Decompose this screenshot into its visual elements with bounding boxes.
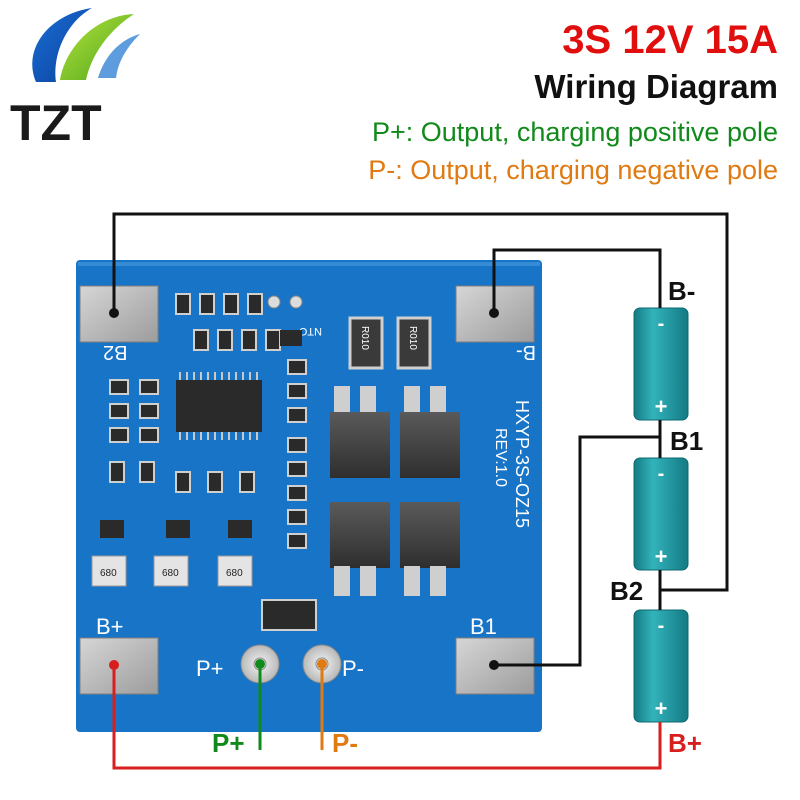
silk-rev: REV:1.0 xyxy=(492,428,509,487)
p-plus-description: P+: Output, charging positive pole xyxy=(371,117,778,147)
battery-cell-3: - + xyxy=(633,609,689,723)
cell3-minus: - xyxy=(658,615,665,637)
mosfet-1 xyxy=(330,386,390,478)
pad-b-plus xyxy=(79,637,159,695)
logo-swoosh-light xyxy=(98,34,140,78)
label-p-plus: P+ xyxy=(212,728,245,758)
tzt-logo: TZT xyxy=(10,8,140,150)
mosfet-2 xyxy=(400,386,460,478)
mosfet-3 xyxy=(330,502,390,596)
mosfet-4 xyxy=(400,502,460,596)
silk-ntc: NTC xyxy=(299,325,322,337)
dot-b-minus xyxy=(489,308,499,318)
dot-p-minus xyxy=(317,659,327,669)
silk-p-minus: P- xyxy=(342,656,364,681)
svg-text:680: 680 xyxy=(226,568,243,579)
svg-text:R010: R010 xyxy=(407,326,418,350)
dot-b-plus xyxy=(109,660,119,670)
pad-b2 xyxy=(79,285,159,343)
ntc-thermistor xyxy=(267,295,303,309)
silk-b-plus: B+ xyxy=(96,614,124,639)
silk-p-plus: P+ xyxy=(196,656,224,681)
wire-b-minus xyxy=(492,248,662,313)
dot-b1 xyxy=(489,660,499,670)
wire-b2 xyxy=(112,212,729,592)
label-p-minus: P- xyxy=(332,728,358,758)
cell2-plus: + xyxy=(655,544,668,569)
silk-b1: B1 xyxy=(470,614,497,639)
silk-model: HXYP-3S-OZ15 xyxy=(512,400,532,528)
cell3-plus: + xyxy=(655,696,668,721)
pcb-edge-highlight xyxy=(78,262,540,266)
svg-text:680: 680 xyxy=(100,568,117,579)
battery-cell-1: - + xyxy=(633,307,689,421)
capacitors-680: 680 680 680 xyxy=(91,555,253,587)
label-b2: B2 xyxy=(610,576,643,606)
cell2-minus: - xyxy=(658,463,665,485)
title: 3S 12V 15A xyxy=(562,18,778,62)
logo-swoosh-blue xyxy=(32,8,92,82)
svg-text:R010: R010 xyxy=(359,326,370,350)
logo-text: TZT xyxy=(10,95,102,150)
silk-b2: B2 xyxy=(103,341,127,363)
silk-b-minus: B- xyxy=(516,341,536,363)
smd-transistors xyxy=(100,330,302,538)
shunt-resistor-2: R010 xyxy=(396,316,432,370)
wire-b1 xyxy=(494,435,660,667)
label-b1: B1 xyxy=(670,426,703,456)
pcb-substrate xyxy=(76,260,542,732)
p-minus-description: P-: Output, charging negative pole xyxy=(368,155,778,185)
wire-b-plus xyxy=(112,665,662,770)
logo-swoosh-green xyxy=(60,14,134,80)
controller-ic xyxy=(176,372,262,440)
cell1-plus: + xyxy=(655,394,668,419)
label-b-plus: B+ xyxy=(668,728,702,758)
subtitle: Wiring Diagram xyxy=(534,68,778,105)
cell1-minus: - xyxy=(658,313,665,335)
dot-b2 xyxy=(109,308,119,318)
dot-p-plus xyxy=(255,659,265,669)
svg-text:680: 680 xyxy=(162,568,179,579)
battery-cell-2: - + xyxy=(633,457,689,571)
label-b-minus: B- xyxy=(668,276,695,306)
pcb-board: B+ B1 B2 B- P+ P- HXYP-3S-OZ15 REV:1.0 N… xyxy=(76,260,542,732)
shunt-resistor-1: R010 xyxy=(348,316,384,370)
smd-components xyxy=(109,293,317,631)
